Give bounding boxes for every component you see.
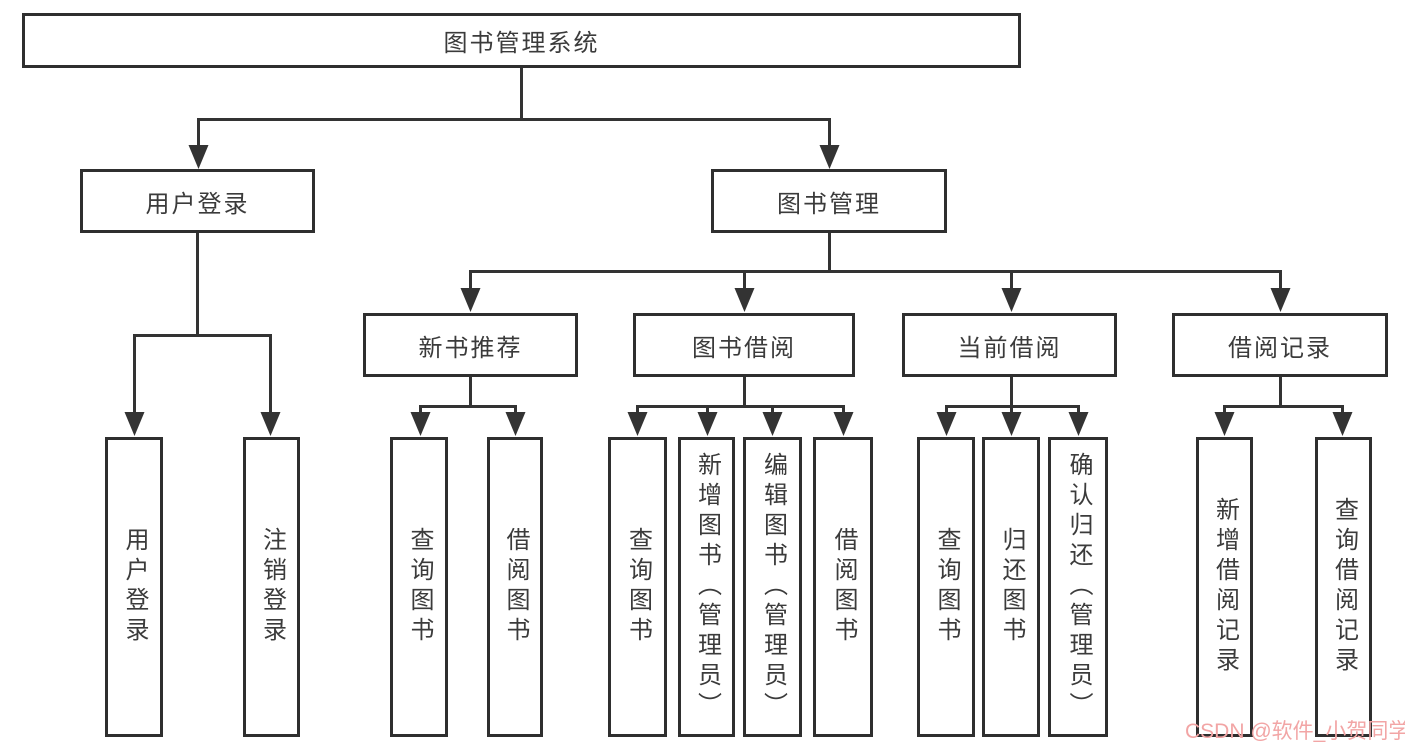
node-new-book-recommend: 新书推荐 [363,313,578,377]
node-leaf-edit-book-admin: 编辑图书（管理员） [743,437,802,737]
node-leaf-borrow-book-1: 借阅图书 [487,437,543,737]
node-leaf-confirm-return-admin: 确认归还（管理员） [1048,437,1108,737]
node-leaf-query-borrow-record-label: 查询借阅记录 [1330,497,1358,677]
node-user-login-label: 用户登录 [145,190,250,218]
node-leaf-add-book-admin-label: 新增图书（管理员） [693,452,721,722]
node-leaf-confirm-return-admin-label: 确认归还（管理员） [1065,452,1092,722]
node-leaf-query-book-2: 查询图书 [608,437,667,737]
node-root-label: 图书管理系统 [443,30,600,57]
node-leaf-query-book-2-label: 查询图书 [624,527,652,647]
node-leaf-query-book-1: 查询图书 [390,437,448,737]
watermark: CSDN @软件_小贺同学 [1185,720,1405,743]
node-borrow-records-label: 借阅记录 [1228,334,1332,362]
node-user-login: 用户登录 [80,169,315,233]
node-book-borrowing: 图书借阅 [633,313,855,377]
node-leaf-borrow-book-2: 借阅图书 [813,437,873,737]
node-new-book-recommend-label: 新书推荐 [418,334,523,362]
node-leaf-user-login-label: 用户登录 [121,527,148,647]
node-leaf-add-borrow-record: 新增借阅记录 [1196,437,1253,737]
node-leaf-query-borrow-record: 查询借阅记录 [1315,437,1372,737]
node-root: 图书管理系统 [22,13,1021,68]
node-current-borrowing: 当前借阅 [902,313,1117,377]
node-borrow-records: 借阅记录 [1172,313,1388,377]
node-leaf-query-book-3-label: 查询图书 [933,527,960,647]
node-leaf-query-book-3: 查询图书 [917,437,975,737]
node-leaf-add-book-admin: 新增图书（管理员） [678,437,735,737]
node-leaf-borrow-book-1-label: 借阅图书 [502,527,529,647]
node-current-borrowing-label: 当前借阅 [957,334,1062,362]
node-leaf-borrow-book-2-label: 借阅图书 [830,527,857,647]
node-book-borrowing-label: 图书借阅 [692,334,796,362]
node-book-management-label: 图书管理 [777,190,881,218]
node-book-management: 图书管理 [711,169,947,233]
node-leaf-logout: 注销登录 [243,437,300,737]
node-leaf-user-login: 用户登录 [105,437,163,737]
node-leaf-return-book-label: 归还图书 [998,527,1025,647]
node-leaf-edit-book-admin-label: 编辑图书（管理员） [759,452,787,722]
node-leaf-query-book-1-label: 查询图书 [406,527,433,647]
node-leaf-logout-label: 注销登录 [258,527,286,647]
node-leaf-return-book: 归还图书 [982,437,1040,737]
node-leaf-add-borrow-record-label: 新增借阅记录 [1211,497,1239,677]
